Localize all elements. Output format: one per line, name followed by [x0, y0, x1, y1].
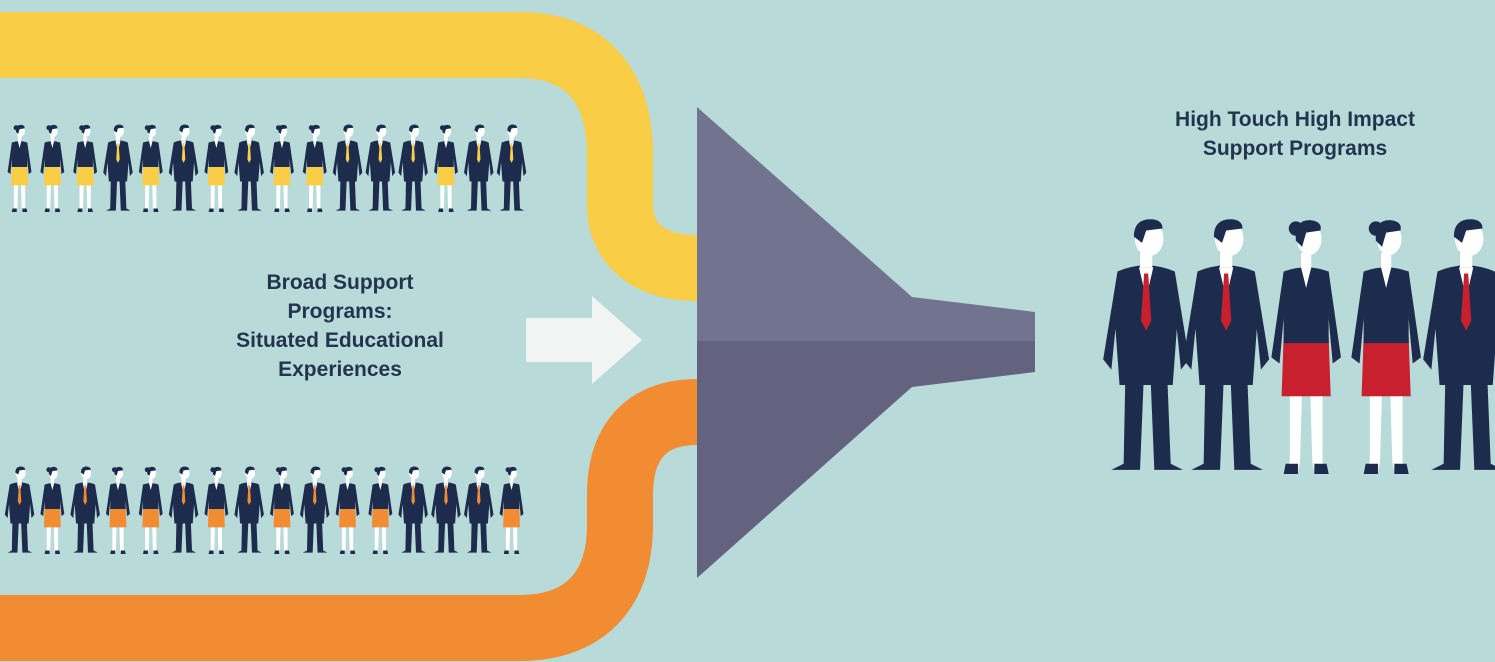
woman-figure [335, 466, 360, 554]
high-impact-label: High Touch High Impact Support Programs [1095, 105, 1495, 163]
top-people-row [7, 124, 527, 212]
broad-support-label: Broad Support Programs: Situated Educati… [150, 268, 530, 384]
woman-figure [204, 124, 229, 212]
man-figure [365, 124, 396, 211]
woman-figure [270, 124, 294, 212]
man-figure [168, 124, 199, 211]
man-figure [4, 466, 35, 553]
woman-figure [106, 466, 130, 554]
broad-label-line-1: Broad Support [266, 271, 414, 294]
man-figure [1423, 219, 1495, 470]
funnel-bottom-half [697, 341, 1035, 578]
man-figure [300, 466, 330, 553]
man-figure [398, 124, 428, 211]
man-figure [1103, 219, 1190, 470]
yellow-band [0, 12, 699, 301]
woman-figure [368, 466, 393, 554]
man-figure [332, 124, 363, 211]
woman-figure [7, 124, 32, 212]
woman-figure [1351, 220, 1421, 474]
bottom-people-row [4, 466, 524, 554]
selected-people-group [1103, 219, 1495, 474]
man-figure [464, 466, 494, 553]
man-figure [398, 466, 428, 553]
man-figure [464, 124, 494, 211]
right-arrow [526, 296, 642, 384]
woman-figure [40, 466, 65, 554]
man-figure [234, 124, 264, 211]
woman-figure [1271, 220, 1341, 474]
broad-label-line-3: Situated Educational [236, 329, 444, 352]
woman-figure [204, 466, 229, 554]
woman-figure [138, 124, 163, 212]
man-figure [70, 466, 100, 553]
woman-figure [270, 466, 294, 554]
high-label-line-2: Support Programs [1202, 137, 1388, 160]
man-figure [168, 466, 199, 553]
man-figure [1183, 219, 1270, 470]
woman-figure [40, 124, 65, 212]
funnel-top-half [697, 107, 1035, 341]
broad-label-line-2: Programs: [287, 300, 393, 323]
man-figure [496, 124, 527, 211]
man-figure [431, 466, 461, 553]
orange-band [0, 379, 699, 661]
woman-figure [73, 124, 98, 212]
man-figure [103, 124, 133, 211]
woman-figure [434, 124, 458, 212]
broad-label-line-4: Experiences [278, 358, 402, 381]
woman-figure [499, 466, 524, 554]
high-label-line-1: High Touch High Impact [1175, 108, 1415, 131]
woman-figure [302, 124, 327, 212]
man-figure [234, 466, 264, 553]
woman-figure [138, 466, 163, 554]
